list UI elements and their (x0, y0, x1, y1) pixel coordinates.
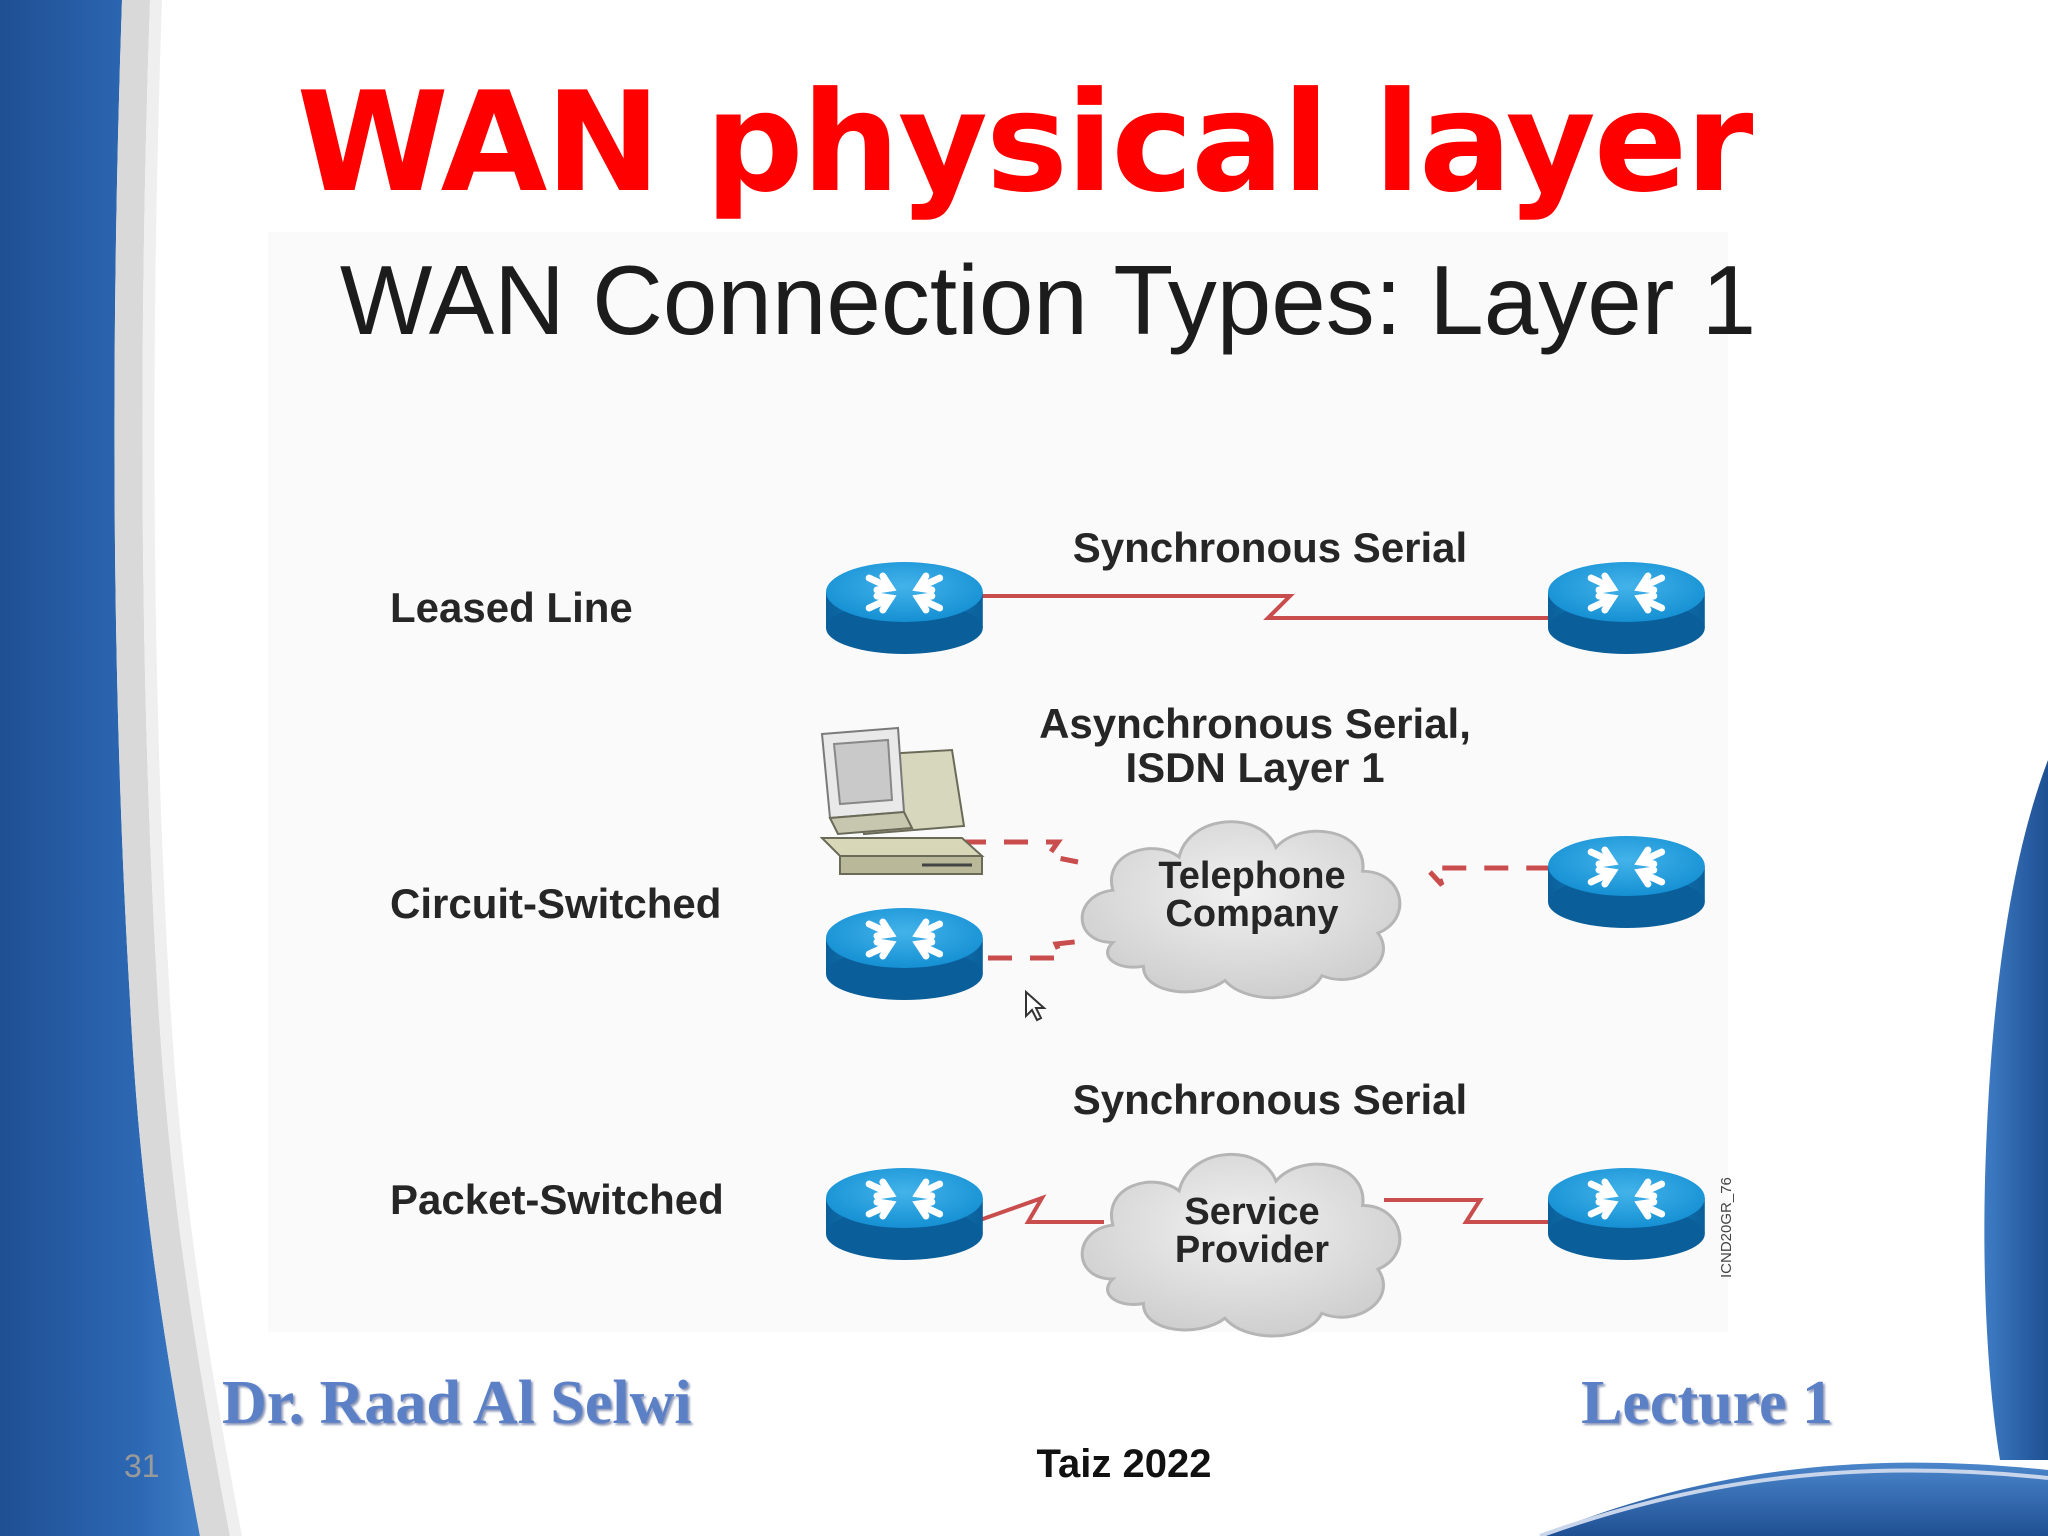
router-icon (1548, 836, 1705, 928)
leased-line-link-label: Synchronous Serial (1072, 524, 1468, 571)
cursor-icon (1025, 989, 1047, 1022)
row-label-leased-line: Leased Line (390, 584, 633, 631)
packet-switched-links (979, 1194, 1552, 1224)
router-icon (1548, 562, 1705, 654)
telephone-company-label-line2: Company (1165, 893, 1339, 935)
footer-author: Dr. Raad Al Selwi (222, 1369, 692, 1437)
router-icon (826, 562, 983, 654)
footer-lecture: Lecture 1 (1581, 1369, 1833, 1437)
circuit-switched-link-label-line2: ISDN Layer 1 (1125, 744, 1385, 791)
row-label-circuit-switched: Circuit-Switched (390, 880, 722, 927)
footer-place: Taiz 2022 (1036, 1442, 1212, 1486)
diagram-panel (268, 232, 1728, 1332)
row-label-packet-switched: Packet-Switched (390, 1176, 724, 1223)
slide-title: WAN physical layer (296, 62, 1754, 223)
computer-icon (819, 726, 985, 875)
figure-code: ICND20GR_76 (1718, 1177, 1735, 1278)
router-icon (826, 908, 983, 1000)
router-icon (1548, 1168, 1705, 1260)
diagram-heading: WAN Connection Types: Layer 1 (339, 245, 1757, 355)
slide-number: 31 (124, 1448, 160, 1484)
circuit-switched-link-label-line1: Asynchronous Serial, (1039, 700, 1471, 747)
service-provider-label-line1: Service (1184, 1191, 1320, 1233)
telephone-company-label-line1: Telephone (1158, 855, 1346, 897)
packet-switched-link-label: Synchronous Serial (1072, 1076, 1468, 1123)
leased-line-link (978, 594, 1552, 620)
circuit-switched-links (962, 839, 1548, 961)
service-provider-label-line2: Provider (1174, 1229, 1330, 1271)
router-icon (826, 1168, 983, 1260)
